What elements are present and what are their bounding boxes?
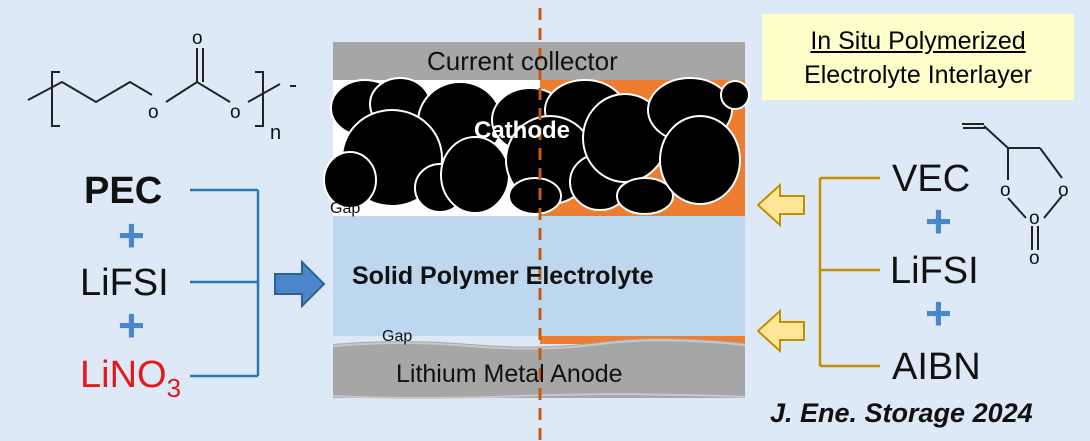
right-bracket	[818, 176, 880, 368]
lifsi-label-right: LiFSI	[890, 250, 979, 292]
svg-text:o: o	[1029, 248, 1040, 269]
interlayer-title-box: In Situ Polymerized Electrolyte Interlay…	[762, 14, 1074, 100]
structure-subscript: n	[270, 122, 282, 144]
lino3-label: LiNO3	[80, 354, 182, 403]
svg-text:o: o	[192, 28, 203, 49]
left-arrow-icon-top	[756, 182, 805, 228]
plus-sign: +	[925, 195, 952, 247]
right-arrow-icon	[274, 259, 326, 309]
gap-label-top: Gap	[330, 200, 361, 217]
plus-sign: +	[925, 287, 952, 339]
gap-label-bottom: Gap	[382, 328, 413, 345]
svg-text:o: o	[1000, 180, 1011, 201]
plus-sign: +	[118, 209, 145, 261]
svg-text:o: o	[148, 102, 159, 123]
vec-structure	[962, 123, 1063, 250]
cathode-particles	[323, 77, 750, 215]
vec-label: VEC	[892, 158, 971, 200]
plus-sign: +	[118, 299, 145, 351]
svg-text:o: o	[1029, 208, 1040, 229]
left-bracket	[190, 188, 260, 378]
citation: J. Ene. Storage 2024	[770, 398, 1033, 428]
pec-structure: o o o	[27, 28, 296, 127]
interlayer-title-line1: In Situ Polymerized	[810, 27, 1026, 55]
left-arrow-icon-bottom	[756, 308, 805, 354]
lifsi-label-left: LiFSI	[80, 262, 169, 304]
electrolyte-label: Solid Polymer Electrolyte	[352, 262, 654, 290]
pec-label: PEC	[84, 170, 163, 212]
svg-text:o: o	[230, 102, 241, 123]
svg-text:o: o	[1058, 180, 1069, 201]
current-collector-label: Current collector	[427, 46, 618, 76]
cathode-label: Cathode	[474, 117, 570, 144]
aibn-label: AIBN	[892, 346, 981, 388]
interlayer-title-line2: Electrolyte Interlayer	[804, 61, 1032, 89]
anode-label: Lithium Metal Anode	[396, 360, 623, 388]
